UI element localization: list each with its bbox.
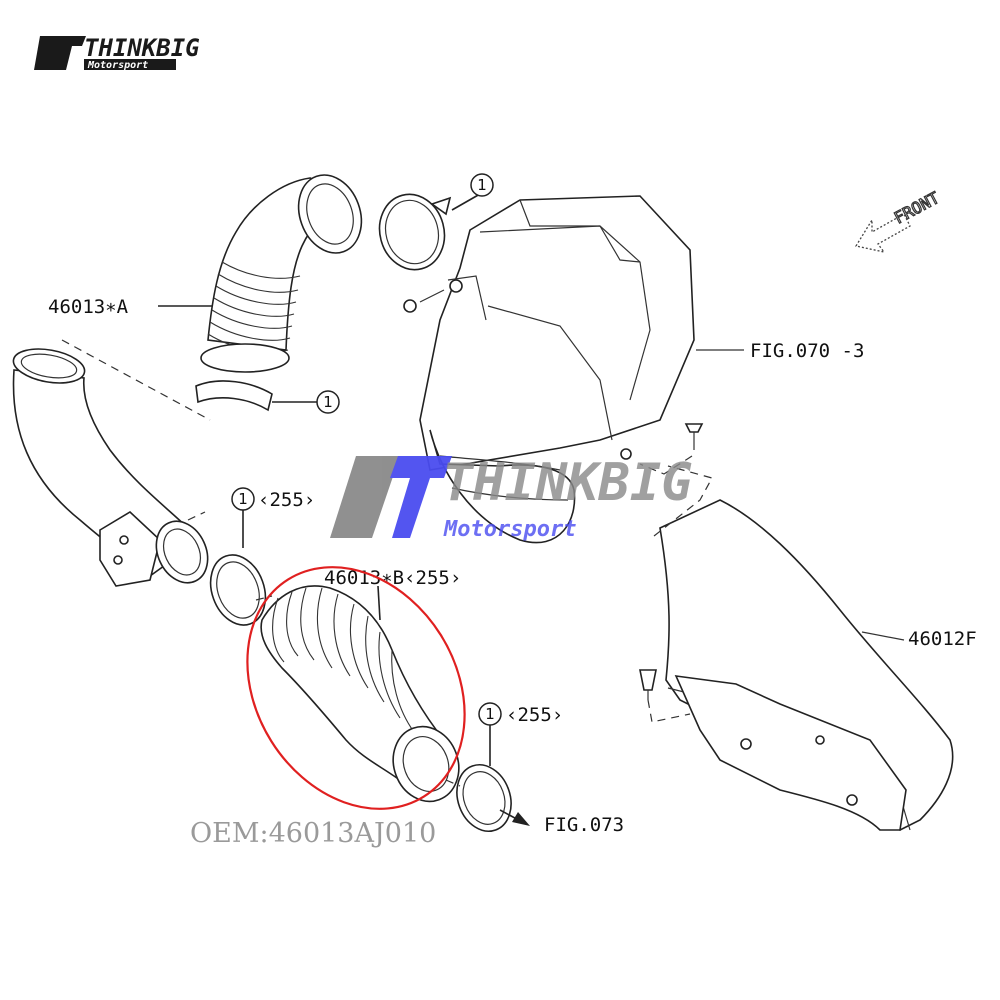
callout-clamp-right: 1 bbox=[478, 702, 502, 726]
label-ref-255-right: ‹255› bbox=[506, 704, 563, 726]
left-intake-tube bbox=[12, 339, 211, 587]
callout-clamp-mid: 1 bbox=[231, 487, 255, 511]
watermark-logo: THINKBIG Motorsport bbox=[330, 453, 692, 542]
front-arrow: FRONT bbox=[854, 187, 943, 253]
logo-brand-top: THINKBIG bbox=[84, 34, 200, 62]
highlight-circle bbox=[246, 566, 466, 810]
intake-duct-b bbox=[260, 585, 460, 803]
air-inlet-duct-f bbox=[639, 465, 954, 831]
callout-number: 1 bbox=[238, 490, 248, 508]
logo-brand-bottom: Motorsport bbox=[87, 60, 148, 71]
callout-number: 1 bbox=[477, 176, 487, 194]
front-label: FRONT bbox=[891, 188, 943, 228]
label-part-b: 46013∗B‹255› bbox=[324, 567, 461, 589]
callout-number: 1 bbox=[323, 393, 333, 411]
callout-number: 1 bbox=[485, 705, 495, 723]
brand-logo: THINKBIG Motorsport bbox=[34, 34, 200, 71]
label-part-a: 46013∗A bbox=[48, 296, 129, 318]
label-fig-073: FIG.073 bbox=[544, 814, 624, 836]
intake-duct-a bbox=[195, 174, 363, 412]
callout-clamp-top: 1 bbox=[470, 173, 494, 197]
watermark-brand-bottom: Motorsport bbox=[443, 517, 576, 542]
leader-lines bbox=[158, 193, 530, 826]
callout-clamp-a-bottom: 1 bbox=[316, 390, 340, 414]
hose-clamps bbox=[209, 193, 512, 832]
label-ref-255-left: ‹255› bbox=[258, 489, 315, 511]
watermark-brand-top: THINKBIG bbox=[442, 453, 692, 513]
oem-part-number: OEM:46013AJ010 bbox=[190, 818, 436, 849]
air-cleaner-box bbox=[403, 195, 744, 544]
label-fig-070: FIG.070 -3 bbox=[750, 340, 864, 362]
label-part-f: 46012F bbox=[908, 628, 977, 650]
